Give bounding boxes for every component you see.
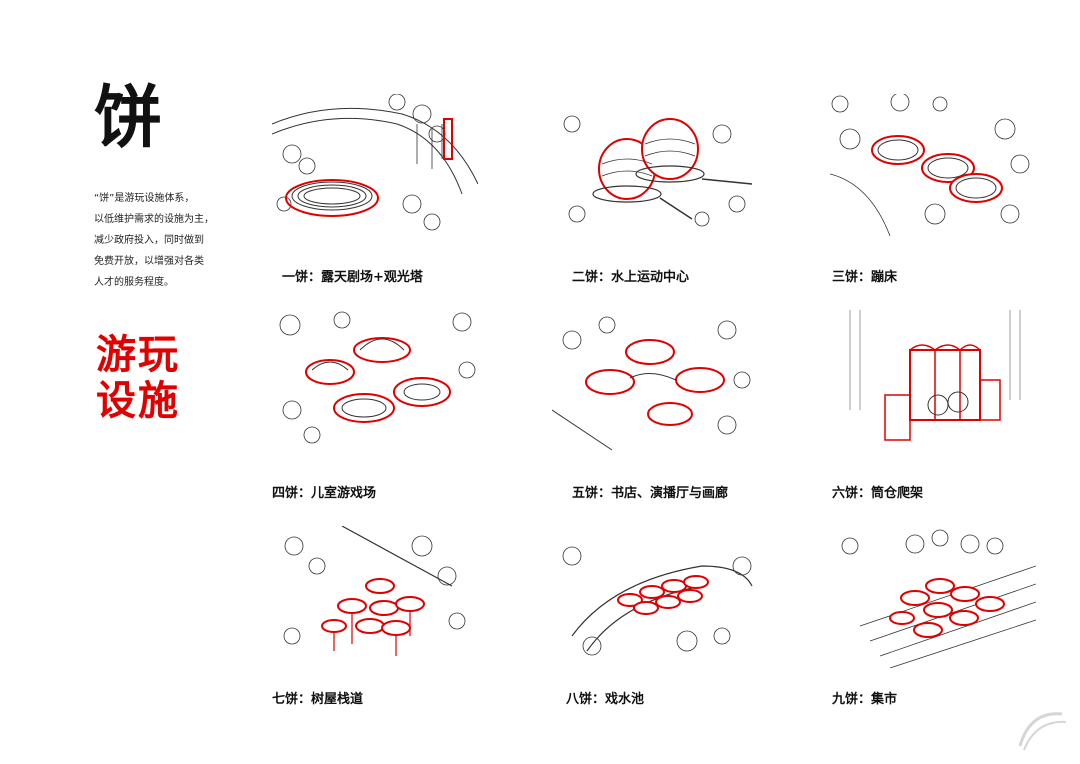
- market-icon: [830, 526, 1036, 668]
- treehouse-boardwalk-icon: [272, 526, 478, 668]
- description-line: 减少政府投入，同时做到: [94, 235, 204, 246]
- tile-caption: 九饼：集市: [832, 692, 898, 707]
- description-line: 免费开放，以增强对各类: [94, 256, 204, 267]
- tile-caption: 六饼：筒仓爬架: [832, 486, 924, 501]
- tile-caption: 四饼：儿室游戏场: [272, 486, 377, 501]
- trampoline-icon: [830, 94, 1036, 236]
- tile-caption: 三饼：蹦床: [832, 270, 898, 285]
- watermark-logo: [1018, 712, 1067, 751]
- tile-caption: 二饼：水上运动中心: [572, 270, 690, 285]
- splash-pool-icon: [552, 526, 758, 668]
- tile-caption: 七饼：树屋栈道: [272, 692, 364, 707]
- tile-caption: 八饼：戏水池: [566, 692, 645, 707]
- kids-playground-icon: [272, 310, 478, 452]
- silo-climbing-frame-icon: [830, 310, 1036, 452]
- section-title-line: 设施: [96, 378, 180, 424]
- description-line: “饼”是游玩设施体系，: [94, 193, 195, 204]
- tile-caption: 五饼：书店、演播厅与画廊: [572, 486, 729, 501]
- page-title-char: 饼: [94, 78, 163, 158]
- amphitheater-icon: [272, 94, 478, 236]
- tile-caption: 一饼：露天剧场+观光塔: [282, 270, 423, 285]
- description-text: “饼”是游玩设施体系， 以低维护需求的设施为主， 减少政府投入，同时做到 免费开…: [94, 188, 234, 293]
- description-line: 以低维护需求的设施为主，: [94, 214, 214, 225]
- section-title: 游玩 设施: [96, 332, 180, 424]
- description-line: 人才的服务程度。: [94, 277, 174, 288]
- water-sports-dome-icon: [552, 94, 758, 236]
- section-title-line: 游玩: [96, 332, 180, 378]
- bookstore-gallery-icon: [552, 310, 758, 452]
